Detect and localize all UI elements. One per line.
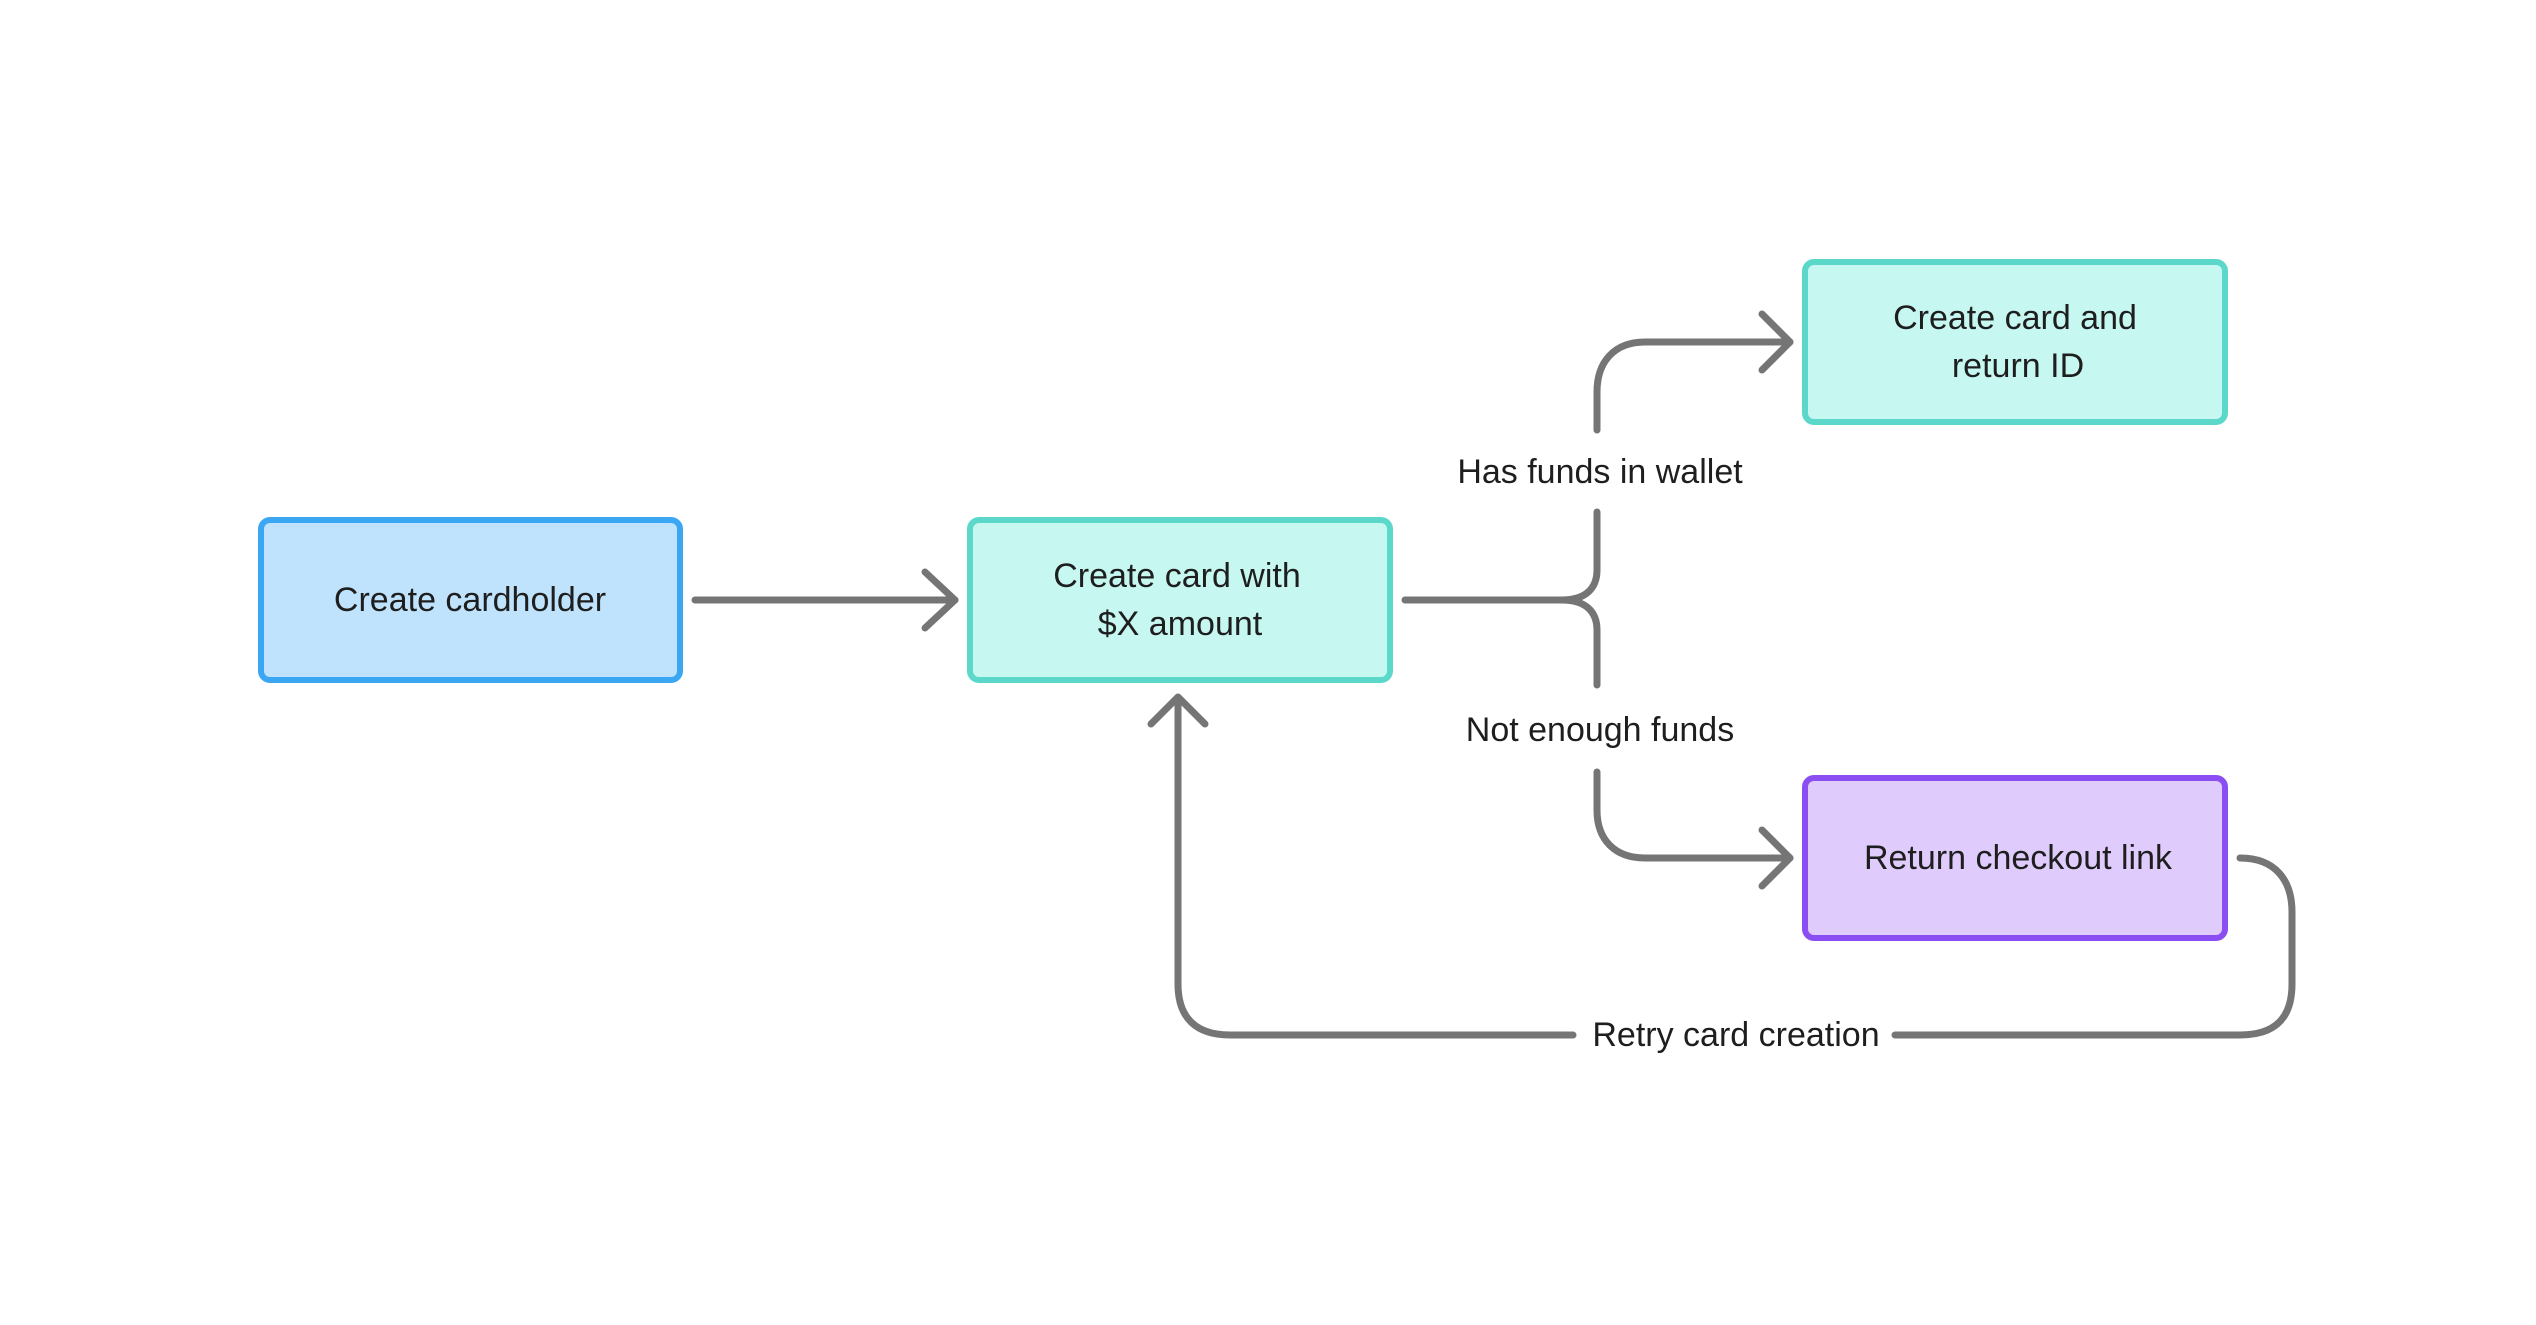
edge-label-has-funds: Has funds in wallet: [1457, 453, 1743, 491]
connector-retry-left: [1174, 696, 1577, 1039]
arrowhead-create-card: [921, 568, 959, 632]
connector-retry-right: [1891, 854, 2296, 1039]
connector-not-enough-funds: [1593, 768, 1794, 862]
connector-create-card-to-branch: [1401, 508, 1601, 604]
node-create-card-return-id-line1: Create card and: [1893, 299, 2137, 337]
connector-branch-lower: [1558, 596, 1601, 689]
connector-has-funds: [1593, 338, 1794, 434]
node-create-card-label-line2: $X amount: [1098, 605, 1263, 643]
arrowhead-checkout-link: [1758, 826, 1794, 890]
edge-label-not-enough-funds: Not enough funds: [1466, 711, 1734, 749]
node-create-card-return-id[interactable]: Create card and return ID: [1802, 259, 2228, 425]
arrowhead-return-id: [1758, 310, 1794, 374]
node-return-checkout-link[interactable]: Return checkout link: [1802, 775, 2228, 941]
node-return-checkout-link-label: Return checkout link: [1864, 839, 2173, 877]
edge-label-retry: Retry card creation: [1592, 1016, 1879, 1054]
node-create-cardholder-label: Create cardholder: [334, 581, 606, 619]
node-create-card-return-id-line2: return ID: [1952, 347, 2084, 385]
arrowhead-create-card-retry: [1147, 693, 1209, 728]
node-create-card-label-line1: Create card with: [1053, 557, 1301, 595]
node-create-cardholder[interactable]: Create cardholder: [258, 517, 683, 683]
node-create-card[interactable]: Create card with $X amount: [967, 517, 1393, 683]
